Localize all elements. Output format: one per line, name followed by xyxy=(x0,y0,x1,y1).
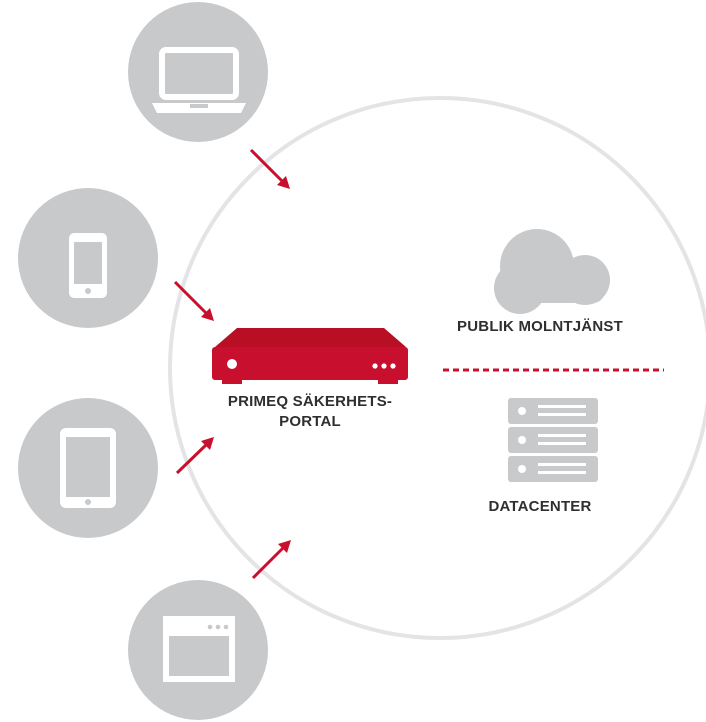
device-tablet xyxy=(18,398,158,538)
browser-window-icon xyxy=(163,616,235,682)
laptop-icon xyxy=(152,47,246,113)
datacenter-label: DATACENTER xyxy=(488,498,592,515)
device-laptop xyxy=(128,2,268,142)
cloud-label: PUBLIK MOLNTJÄNST xyxy=(457,318,623,335)
tablet-icon xyxy=(60,428,116,508)
cloud-icon xyxy=(494,229,610,314)
network-ring xyxy=(168,96,706,640)
arrow-tablet xyxy=(175,437,214,475)
gateway-label: PRIMEQ SÄKERHETS- PORTAL xyxy=(195,392,425,432)
device-smartphone xyxy=(18,188,158,328)
smartphone-icon xyxy=(69,233,107,298)
gateway-device-icon xyxy=(212,328,408,384)
arrow-browser xyxy=(251,540,291,580)
server-stack-icon xyxy=(508,398,598,482)
arrow-laptop xyxy=(249,148,290,189)
arrows xyxy=(173,148,291,580)
arrow-smartphone xyxy=(173,280,214,321)
gateway-label-line1: PRIMEQ SÄKERHETS- xyxy=(227,393,393,410)
device-browser xyxy=(128,580,268,720)
gateway-label-line2: PORTAL xyxy=(279,413,341,430)
